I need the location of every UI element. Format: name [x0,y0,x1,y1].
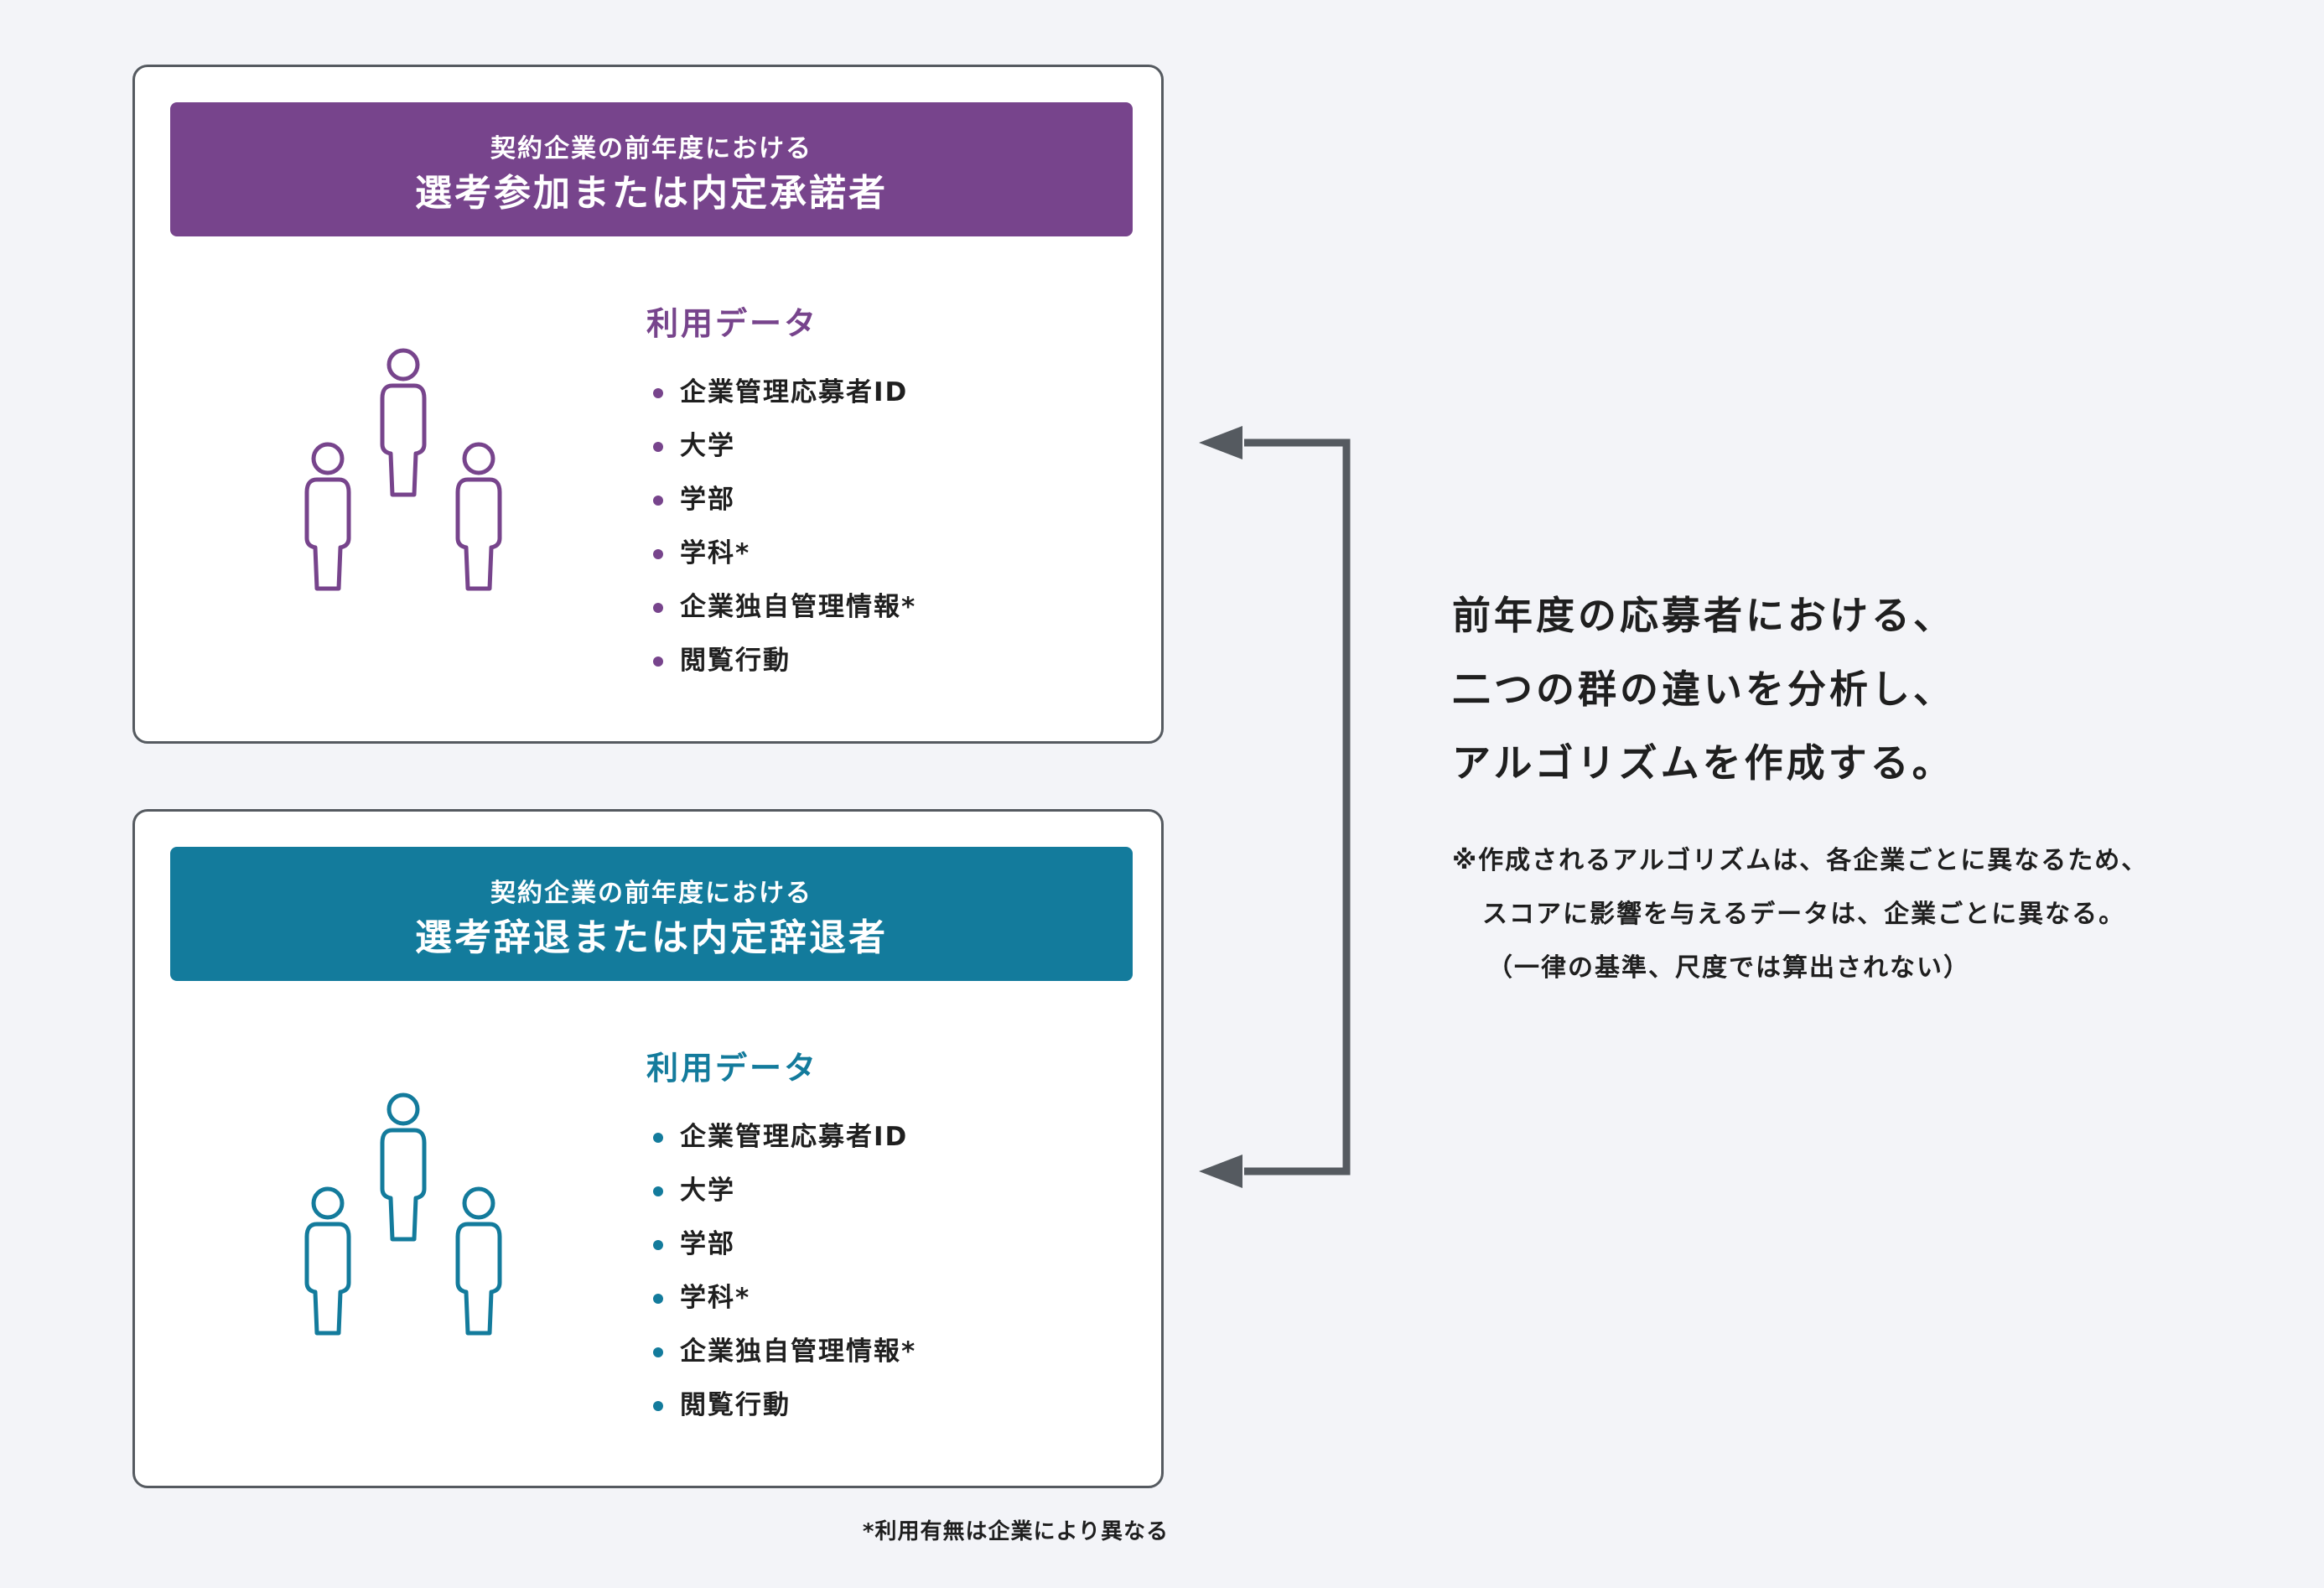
list-item-label: 大学 [680,1175,735,1206]
group-header: 契約企業の前年度における 選考辞退または内定辞退者 [170,847,1133,981]
group-header-title: 選考辞退または内定辞退者 [415,916,888,959]
list-item-label: 学科* [680,538,751,568]
bullet-icon [653,656,663,667]
data-heading: 利用データ [646,305,819,342]
bullet-icon [653,1186,663,1196]
description-line: アルゴリズムを作成する。 [1452,740,1954,786]
group-header: 契約企業の前年度における 選考参加または内定承諾者 [170,102,1133,236]
description-line: 前年度の応募者における、 [1452,593,1955,638]
note-line: ※作成されるアルゴリズムは、各企業ごとに異なるため、 [1452,846,2149,875]
data-list: 企業管理応募者ID 大学 学部 学科* 企業独自管理情報* 閲覧行動 [653,1110,916,1432]
note: ※作成されるアルゴリズムは、各企業ごとに異なるため、 スコアに影響を与えるデータ… [1452,834,2148,995]
list-item: 大学 [653,419,916,473]
bullet-icon [653,496,663,506]
bullet-icon [653,549,663,559]
data-list: 企業管理応募者ID 大学 学部 学科* 企業独自管理情報* 閲覧行動 [653,366,916,688]
list-item-label: 学科* [680,1283,751,1313]
arrow-left-icon [1199,1155,1242,1188]
bullet-icon [653,1401,663,1411]
list-item: 学科* [653,527,916,580]
list-item: 学部 [653,473,916,527]
list-item: 閲覧行動 [653,634,916,688]
data-heading: 利用データ [646,1050,819,1087]
note-line: （一律の基準、尺度では算出されない） [1487,953,1970,983]
list-item-label: 閲覧行動 [680,646,791,676]
people-group-icon [304,1092,502,1336]
note-line: スコアに影響を与えるデータは、企業ごとに異なる。 [1482,900,2126,929]
list-item-label: 企業独自管理情報* [680,1336,917,1367]
group-header-subtitle: 契約企業の前年度における [490,879,812,908]
group-card-declined: 契約企業の前年度における 選考辞退または内定辞退者 利用データ 企業管理応募者I… [132,809,1164,1488]
description: 前年度の応募者における、 二つの群の違いを分析し、 アルゴリズムを作成する。 [1452,579,1955,800]
description-line: 二つの群の違いを分析し、 [1452,667,1955,712]
arrow-left-icon [1199,426,1242,459]
list-item: 閲覧行動 [653,1378,916,1432]
list-item-label: 学部 [680,1229,735,1259]
list-item-label: 企業管理応募者ID [680,1122,909,1152]
list-item-label: 企業管理応募者ID [680,377,909,407]
list-item-label: 企業独自管理情報* [680,592,917,622]
list-item: 大学 [653,1164,916,1217]
list-item-label: 学部 [680,485,735,515]
list-item: 企業独自管理情報* [653,580,916,634]
bullet-icon [653,1294,663,1304]
people-group-icon [304,348,502,591]
list-item-label: 大学 [680,431,735,461]
bullet-icon [653,442,663,452]
list-item: 企業管理応募者ID [653,1110,916,1164]
bullet-icon [653,388,663,398]
bullet-icon [653,1347,663,1357]
list-item: 学科* [653,1271,916,1325]
list-item-label: 閲覧行動 [680,1390,791,1420]
group-header-subtitle: 契約企業の前年度における [490,134,812,163]
list-item: 学部 [653,1217,916,1271]
footnote: *利用有無は企業により異なる [862,1519,1169,1544]
bullet-icon [653,1240,663,1250]
list-item: 企業独自管理情報* [653,1325,916,1378]
bullet-icon [653,1133,663,1143]
group-card-accepted: 契約企業の前年度における 選考参加または内定承諾者 利用データ 企業管理応募者I… [132,65,1164,744]
list-item: 企業管理応募者ID [653,366,916,419]
group-header-title: 選考参加または内定承諾者 [415,172,888,215]
bullet-icon [653,603,663,613]
